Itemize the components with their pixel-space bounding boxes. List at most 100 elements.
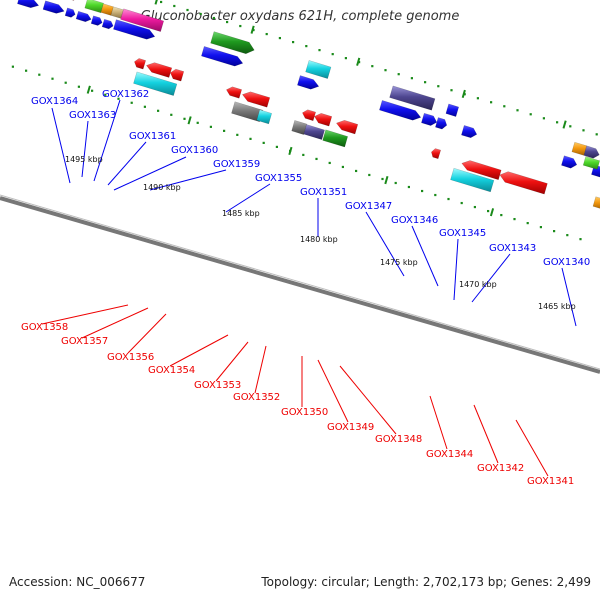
- gene-feature: [120, 8, 165, 32]
- gene-feature: [303, 124, 325, 140]
- scale-dot: [275, 145, 278, 149]
- gene-feature: [71, 0, 75, 1]
- scale-dot: [410, 77, 413, 80]
- gene-feature: [64, 7, 76, 18]
- gene-label: GOX1358: [21, 322, 68, 333]
- scale-dot: [226, 20, 229, 24]
- gene-feature: [134, 58, 147, 70]
- gene-label: GOX1342: [477, 463, 524, 474]
- scale-dot: [503, 105, 506, 108]
- leader-line: [51, 107, 71, 184]
- leader-line: [81, 307, 149, 339]
- scale-dot: [239, 24, 242, 28]
- gene-label: GOX1357: [61, 336, 108, 347]
- scale-dot: [302, 153, 305, 157]
- gene-label: GOX1341: [527, 476, 574, 487]
- scale-dot: [513, 217, 516, 221]
- gene-feature: [314, 113, 333, 127]
- scale-major-tick: [489, 208, 495, 217]
- scale-dot: [421, 189, 424, 193]
- scale-dot: [473, 205, 476, 209]
- gene-label: GOX1345: [439, 228, 486, 239]
- gene-label: GOX1346: [391, 215, 438, 226]
- leader-line: [93, 99, 121, 182]
- scale-dot: [196, 121, 199, 124]
- scale-dot: [331, 53, 334, 56]
- gene-feature: [210, 31, 255, 55]
- scale-label: 1490 kbp: [143, 183, 181, 192]
- scale-major-tick: [356, 57, 361, 66]
- gene-feature: [113, 19, 156, 40]
- scale-label: 1465 kbp: [538, 302, 576, 311]
- leader-line: [113, 156, 187, 191]
- scale-dot: [212, 16, 215, 20]
- leader-line: [339, 365, 397, 435]
- gene-label: GOX1343: [489, 243, 536, 254]
- gene-feature: [170, 68, 185, 82]
- scale-dot: [223, 129, 226, 132]
- scale-dot: [173, 4, 176, 8]
- scale-dot: [447, 197, 450, 201]
- scale-dot: [292, 40, 295, 44]
- gene-feature: [145, 62, 173, 78]
- gene-label: GOX1348: [375, 434, 422, 445]
- leader-line: [561, 267, 577, 327]
- scale-dot: [278, 36, 281, 40]
- gene-feature: [461, 125, 478, 139]
- scale-dot: [77, 85, 80, 88]
- scale-dot: [25, 69, 28, 72]
- scale-dot: [569, 125, 572, 128]
- scale-dot: [542, 117, 545, 120]
- scale-dot: [305, 45, 308, 48]
- gene-labels: GOX1364GOX1363GOX1362GOX1361GOX1360GOX13…: [21, 89, 590, 487]
- scale-major-tick: [562, 120, 567, 129]
- accession-text: Accession: NC_006677: [9, 575, 146, 589]
- scale-dot: [437, 85, 440, 88]
- scale-dot: [487, 209, 490, 213]
- gene-feature: [133, 71, 178, 96]
- gene-feature: [226, 86, 243, 99]
- gene-label: GOX1344: [426, 449, 473, 460]
- scale-dot: [199, 12, 202, 16]
- scale-dot: [183, 117, 186, 120]
- gene-feature: [297, 75, 320, 90]
- scale-dot: [160, 0, 163, 4]
- gene-label: GOX1352: [233, 392, 280, 403]
- gene-label: GOX1349: [327, 422, 374, 433]
- scale-dot: [38, 73, 41, 76]
- scale-dot: [236, 133, 239, 136]
- gene-label: GOX1340: [543, 257, 590, 268]
- leader-line: [317, 359, 349, 423]
- scale-dot: [186, 8, 189, 12]
- gene-feature: [499, 171, 548, 195]
- leader-line: [411, 225, 439, 287]
- scale-dot: [529, 113, 532, 116]
- gene-feature: [335, 120, 359, 135]
- scale-dot: [262, 141, 265, 144]
- scale-dot: [595, 133, 598, 136]
- scale-major-tick: [250, 25, 255, 34]
- gene-label: GOX1356: [107, 352, 154, 363]
- scale-dot: [397, 73, 400, 76]
- gene-label: GOX1350: [281, 407, 328, 418]
- genome-backbone: [0, 194, 600, 374]
- map-title: Gluconobacter oxydans 621H, complete gen…: [140, 9, 460, 24]
- gene-feature: [450, 167, 495, 193]
- scale-label: 1485 kbp: [222, 209, 260, 218]
- scale-label: 1480 kbp: [300, 235, 338, 244]
- scale-dot: [394, 181, 397, 185]
- gene-feature: [84, 0, 104, 14]
- scale-dot: [130, 101, 133, 104]
- gene-feature: [322, 129, 349, 148]
- scale-dot: [434, 193, 437, 197]
- gene-feature: [435, 117, 448, 130]
- scale-label: 1470 kbp: [459, 280, 497, 289]
- scale-dot: [249, 137, 252, 140]
- gene-label: GOX1364: [31, 96, 78, 107]
- scale-dot: [516, 109, 519, 112]
- scale-dot: [490, 101, 493, 104]
- scale-label: 1495 kbp: [65, 155, 103, 164]
- gene-feature: [389, 85, 436, 111]
